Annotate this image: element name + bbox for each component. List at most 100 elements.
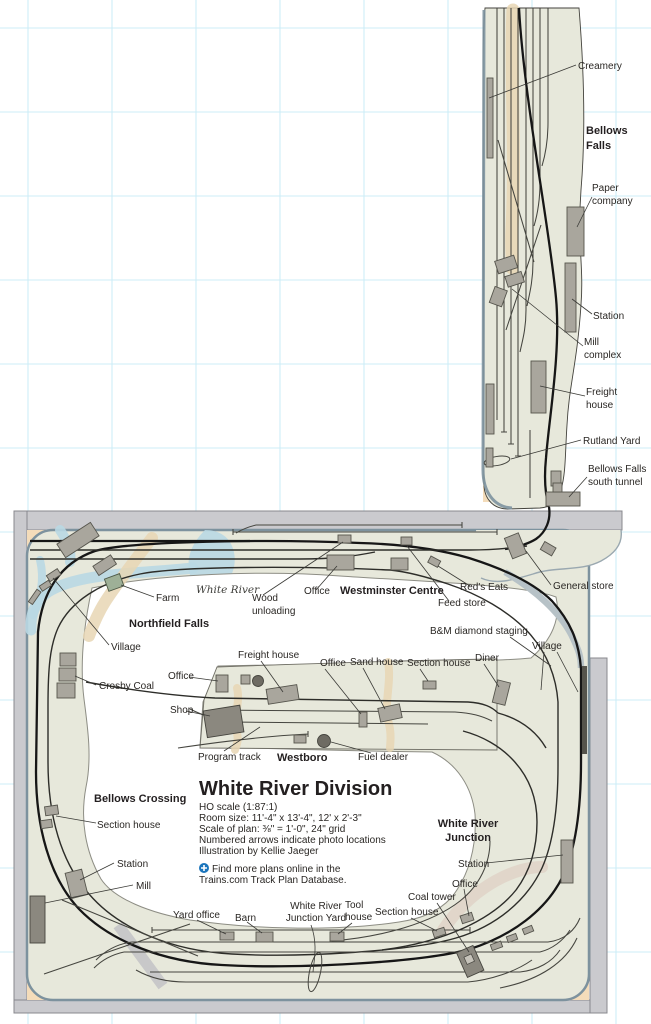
region-westminster-centre: Westminster Centre xyxy=(340,585,444,597)
label-barn: Barn xyxy=(235,913,256,924)
fuel-tank xyxy=(317,734,331,748)
building xyxy=(215,674,229,693)
label-freight-house: Freight house xyxy=(238,650,300,661)
frame-left xyxy=(13,510,28,1014)
building xyxy=(38,579,53,592)
building xyxy=(486,77,494,159)
coal-tower-hopper xyxy=(463,953,475,965)
building xyxy=(39,818,54,830)
label-paper-company: Paper xyxy=(592,183,619,194)
label-reds-eats: Red's Eats xyxy=(460,582,508,593)
building xyxy=(485,383,495,435)
frame-right xyxy=(589,657,608,1014)
region-bellows-crossing: Bellows Crossing xyxy=(94,793,186,805)
westboro-peninsula xyxy=(199,658,498,751)
region-westboro: Westboro xyxy=(277,752,328,764)
building xyxy=(358,711,368,728)
building xyxy=(240,674,251,685)
yard-balloon xyxy=(307,951,323,993)
label-yard-office: Yard office xyxy=(173,910,220,921)
label-section-house-south: Section house xyxy=(375,907,439,918)
frame-top xyxy=(13,510,623,531)
credit-line: Illustration by Kellie Jaeger xyxy=(199,846,319,857)
label-sand-house: Sand house xyxy=(350,657,404,668)
building xyxy=(459,911,475,925)
label-freight-house-shelf-2: house xyxy=(586,400,614,411)
building xyxy=(56,521,100,559)
label-fuel-dealer: Fuel dealer xyxy=(358,752,409,763)
shelf-road xyxy=(505,3,520,275)
room-size-line: Room size: 11'-4" x 13'-4", 12' x 2'-3" xyxy=(199,813,362,824)
region-northfield-falls: Northfield Falls xyxy=(129,618,209,630)
buildings xyxy=(27,521,587,979)
building xyxy=(58,667,77,682)
building xyxy=(400,536,413,546)
shop-building xyxy=(202,704,245,739)
label-tool-house: Tool xyxy=(345,900,363,911)
plus-icon xyxy=(199,863,209,873)
building xyxy=(545,491,581,507)
building xyxy=(485,447,494,468)
label-village-nw: Village xyxy=(111,642,141,653)
bulge-edge xyxy=(480,529,623,583)
label-section-house-center: Section house xyxy=(407,658,471,669)
label-coal-tower: Coal tower xyxy=(408,892,456,903)
building xyxy=(566,206,585,257)
building xyxy=(45,568,62,583)
building xyxy=(505,932,519,944)
region-bellows-falls-2: Falls xyxy=(586,140,611,152)
leader-lines xyxy=(44,64,593,973)
main-layout-surface xyxy=(25,525,623,1002)
building xyxy=(265,684,300,705)
building xyxy=(422,680,437,690)
label-crosby-coal: Crosby Coal xyxy=(99,681,154,692)
label-south-tunnel: Bellows Falls xyxy=(588,464,646,475)
building xyxy=(539,540,557,557)
label-office-west: Office xyxy=(168,671,194,682)
building xyxy=(427,555,442,568)
label-shop: Shop xyxy=(170,705,194,716)
label-creamery: Creamery xyxy=(578,61,622,72)
label-wrj-yard-2: Junction Yard xyxy=(286,913,346,924)
building xyxy=(431,926,447,939)
label-wood-unloading: Wood xyxy=(252,593,278,604)
building xyxy=(564,262,577,333)
label-rutland-yard: Rutland Yard xyxy=(583,436,640,447)
building xyxy=(560,839,574,884)
mill-building xyxy=(29,895,46,944)
building xyxy=(488,285,508,308)
secondary-loop-track xyxy=(47,566,559,956)
find-more-line-2: Trains.com Track Plan Database. xyxy=(199,875,346,886)
building xyxy=(390,557,409,571)
room-frame xyxy=(13,510,623,1014)
building xyxy=(326,554,355,571)
find-more-line: Find more plans online in the xyxy=(212,864,341,875)
building xyxy=(337,534,352,544)
label-bm-staging: B&M diamond staging xyxy=(430,626,528,637)
labels: Creamery Bellows Falls Paper company Sta… xyxy=(94,61,646,924)
main-loop-track xyxy=(34,539,583,968)
title-block: White River Division HO scale (1:87:1) R… xyxy=(199,778,392,886)
building xyxy=(503,532,528,560)
plan-scale-line: Scale of plan: ⅜" = 1'-0", 24" grid xyxy=(199,824,345,835)
farm-house xyxy=(103,573,125,592)
label-office-top: Office xyxy=(304,586,330,597)
label-wood-unloading-2: unloading xyxy=(252,606,295,617)
bellows-falls-shelf xyxy=(481,3,585,510)
rutland-yard-balloon xyxy=(483,455,511,467)
label-office-se: Office xyxy=(452,879,478,890)
building xyxy=(489,940,504,952)
building xyxy=(494,254,519,275)
shelf-tracks xyxy=(483,7,559,508)
label-station-se: Station xyxy=(458,859,489,870)
scale-line: HO scale (1:87:1) xyxy=(199,802,277,813)
label-general-store: General store xyxy=(553,581,614,592)
label-diner: Diner xyxy=(475,653,500,664)
building xyxy=(59,652,77,667)
village-backdrop xyxy=(582,666,587,754)
label-station-sw: Station xyxy=(117,859,148,870)
label-mill-complex-2: complex xyxy=(584,350,621,361)
building xyxy=(255,931,274,943)
